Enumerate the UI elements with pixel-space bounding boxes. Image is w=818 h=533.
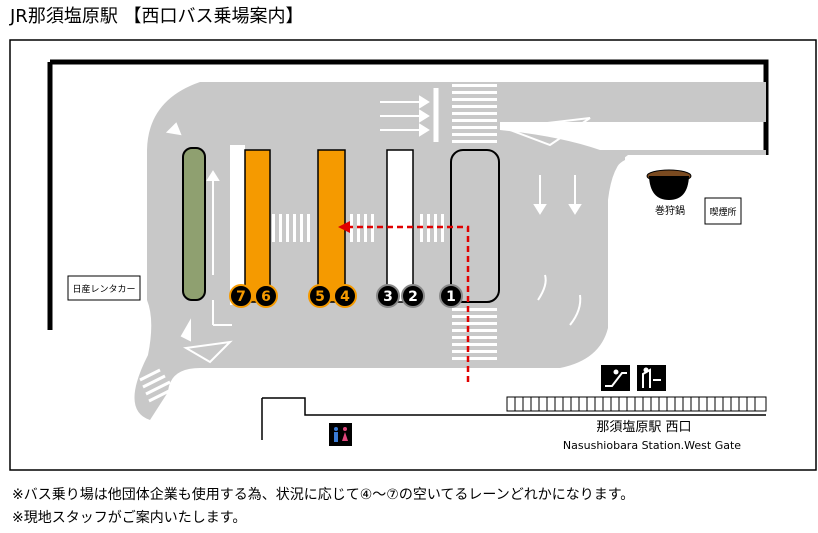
- road-top-right: [500, 82, 766, 122]
- stop-label-6: 6: [261, 289, 271, 305]
- stop-marker-7: [229, 284, 253, 308]
- stop-marker-6: [254, 284, 278, 308]
- lane-orange-67: [244, 149, 271, 303]
- rental-car-label: 日産レンタカー: [72, 283, 135, 295]
- island-strip: [230, 145, 245, 305]
- station-name-en-label: Nasushiobara Station.West Gate: [563, 439, 741, 452]
- stop-label-5: 5: [315, 289, 325, 305]
- stop-label-2: 2: [408, 289, 418, 305]
- restroom-icon: [329, 423, 352, 446]
- makigarinabe-label: 巻狩鍋: [655, 204, 685, 217]
- station-outline: [261, 397, 766, 440]
- direction-arrows: [165, 88, 582, 342]
- stop-label-3: 3: [383, 289, 393, 305]
- walking-route: [345, 225, 470, 382]
- stop-marker-4: [333, 284, 357, 308]
- rental-car-box: [67, 275, 141, 301]
- elevator-icon: [637, 365, 666, 391]
- stop-marker-5: [308, 284, 332, 308]
- stop-markers: 7 6 5 4 3 2 1: [229, 284, 463, 308]
- stop-marker-3: [376, 284, 400, 308]
- road-right: [520, 150, 625, 360]
- page-title: JR那須塩原駅 【西口バス乗場案内】: [10, 6, 304, 27]
- smoking-area-label: 喫煙所: [709, 206, 736, 218]
- stop-marker-1: [439, 284, 463, 308]
- crosswalk-top: [452, 84, 497, 143]
- escalator-icon: [601, 365, 630, 391]
- smoking-area-box: [704, 197, 742, 225]
- stop-label-1: 1: [446, 289, 456, 305]
- station-name-label: 那須塩原駅 西口: [596, 420, 691, 435]
- gate-dividers: [514, 397, 756, 411]
- stop-label-7: 7: [236, 289, 246, 305]
- station-gates: [506, 396, 767, 412]
- note-lane-info: ※バス乗り場は他団体企業も使用する為、状況に応じて④～⑦の空いてるレーンどれかに…: [12, 487, 635, 503]
- boundary-line: [47, 59, 769, 330]
- crosswalk-bottom: [452, 308, 497, 360]
- bus-stop-map: 7 6 5 4 3 2 1 日産レンタカー 巻狩鍋 喫煙所: [9, 39, 817, 471]
- stop-marker-2: [401, 284, 425, 308]
- note-staff-guide: ※現地スタッフがご案内いたします。: [12, 510, 247, 526]
- crosswalk-left: [139, 368, 174, 403]
- hatched-zone: [182, 117, 591, 364]
- lane-green: [182, 147, 206, 301]
- pot-icon: [646, 169, 692, 200]
- stop-label-4: 4: [340, 289, 350, 305]
- route-arrowhead: [338, 221, 350, 233]
